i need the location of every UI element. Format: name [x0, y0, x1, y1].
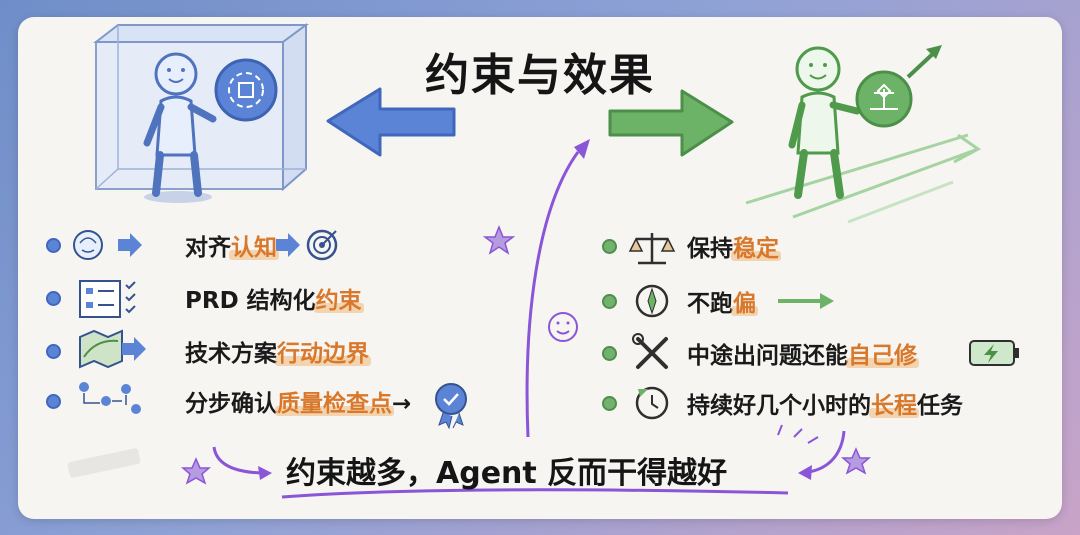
- right-item-pre: 保持: [687, 236, 733, 262]
- flow-steps-icon: [79, 382, 141, 414]
- left-item-pre: PRD 结构化: [185, 288, 316, 314]
- map-icon: [79, 329, 123, 369]
- right-item-self-repair: 中途出问题还能自己修: [602, 335, 917, 371]
- right-item-post: 任务: [917, 393, 963, 419]
- right-item-highlight: 稳定: [733, 236, 779, 262]
- right-item-text: 中途出问题还能自己修: [687, 336, 917, 370]
- growing-person-illustration: [745, 45, 982, 224]
- left-item-pre: 分步确认: [185, 391, 277, 417]
- left-item-highlight: 质量检查点: [277, 391, 392, 417]
- left-arrow-icon: [326, 87, 456, 157]
- connector-curve: [525, 151, 580, 438]
- right-item-pre: 不跑: [687, 291, 733, 317]
- right-item-text: 保持稳定: [687, 229, 779, 263]
- right-item-highlight: 偏: [733, 291, 756, 317]
- left-item-highlight: 约束: [315, 288, 362, 314]
- left-item-text: 分步确认质量检查点→: [185, 384, 411, 418]
- right-item-long-task: 持续好几个小时的长程任务: [602, 385, 963, 421]
- left-item-post: →: [392, 391, 412, 417]
- brain-icon: [73, 230, 103, 260]
- illustration-layer: [67, 23, 1019, 499]
- right-item-text: 持续好几个小时的长程任务: [687, 386, 963, 420]
- infographic-card: 约束与效果: [18, 17, 1062, 519]
- bullet-dot: [602, 293, 617, 309]
- star-icon: [482, 224, 516, 255]
- left-item-text: 技术方案行动边界: [185, 334, 369, 368]
- arrow-icon: [122, 337, 146, 361]
- right-item-text: 不跑偏: [687, 284, 756, 318]
- left-item-text: 对齐认知: [185, 228, 277, 262]
- bullet-dot: [602, 395, 617, 411]
- compass-icon: [635, 284, 669, 318]
- balance-scale-icon: [628, 233, 676, 265]
- left-item-align-cognition: 对齐认知: [46, 227, 277, 263]
- document-checklist-icon: [79, 280, 136, 318]
- left-item-pre: 技术方案: [185, 341, 277, 367]
- left-item-highlight: 行动边界: [277, 341, 369, 367]
- right-item-no-drift: 不跑偏: [602, 283, 756, 319]
- left-item-prd-constraint: PRD 结构化约束: [46, 280, 362, 316]
- boxed-person-illustration: [93, 23, 310, 203]
- badge-check-icon: [435, 383, 467, 430]
- right-arrow-icon: [608, 89, 734, 157]
- left-item-step-confirm: 分步确认质量检查点→: [46, 383, 411, 419]
- bullet-dot: [46, 393, 61, 409]
- bottom-underline: [281, 488, 789, 499]
- left-item-highlight: 认知: [231, 235, 277, 261]
- bullet-dot: [46, 343, 61, 359]
- arrow-icon: [276, 233, 300, 257]
- smiley-icon: [548, 312, 578, 342]
- left-item-text: PRD 结构化约束: [185, 281, 362, 315]
- star-icon: [180, 457, 212, 485]
- page-title: 约束与效果: [425, 50, 655, 101]
- star-icon: [840, 447, 872, 475]
- bottom-conclusion: 约束越多，Agent 反而干得越好: [286, 456, 728, 491]
- target-icon: [306, 229, 338, 261]
- right-item-stable: 保持稳定: [602, 228, 779, 264]
- right-item-pre: 持续好几个小时的: [687, 393, 871, 419]
- left-item-tech-plan: 技术方案行动边界: [46, 333, 369, 369]
- tools-icon: [632, 333, 668, 369]
- arrow-icon: [118, 233, 142, 257]
- right-item-highlight: 长程: [871, 393, 917, 419]
- battery-icon: [969, 340, 1019, 366]
- arrow-icon: [778, 293, 834, 309]
- bullet-dot: [46, 290, 61, 306]
- right-item-highlight: 自己修: [848, 343, 917, 369]
- bullet-dot: [602, 238, 617, 254]
- bullet-dot: [602, 345, 617, 361]
- bullet-dot: [46, 237, 61, 253]
- clock-refresh-icon: [635, 386, 669, 420]
- right-item-pre: 中途出问题还能: [687, 343, 848, 369]
- left-item-pre: 对齐: [185, 235, 231, 261]
